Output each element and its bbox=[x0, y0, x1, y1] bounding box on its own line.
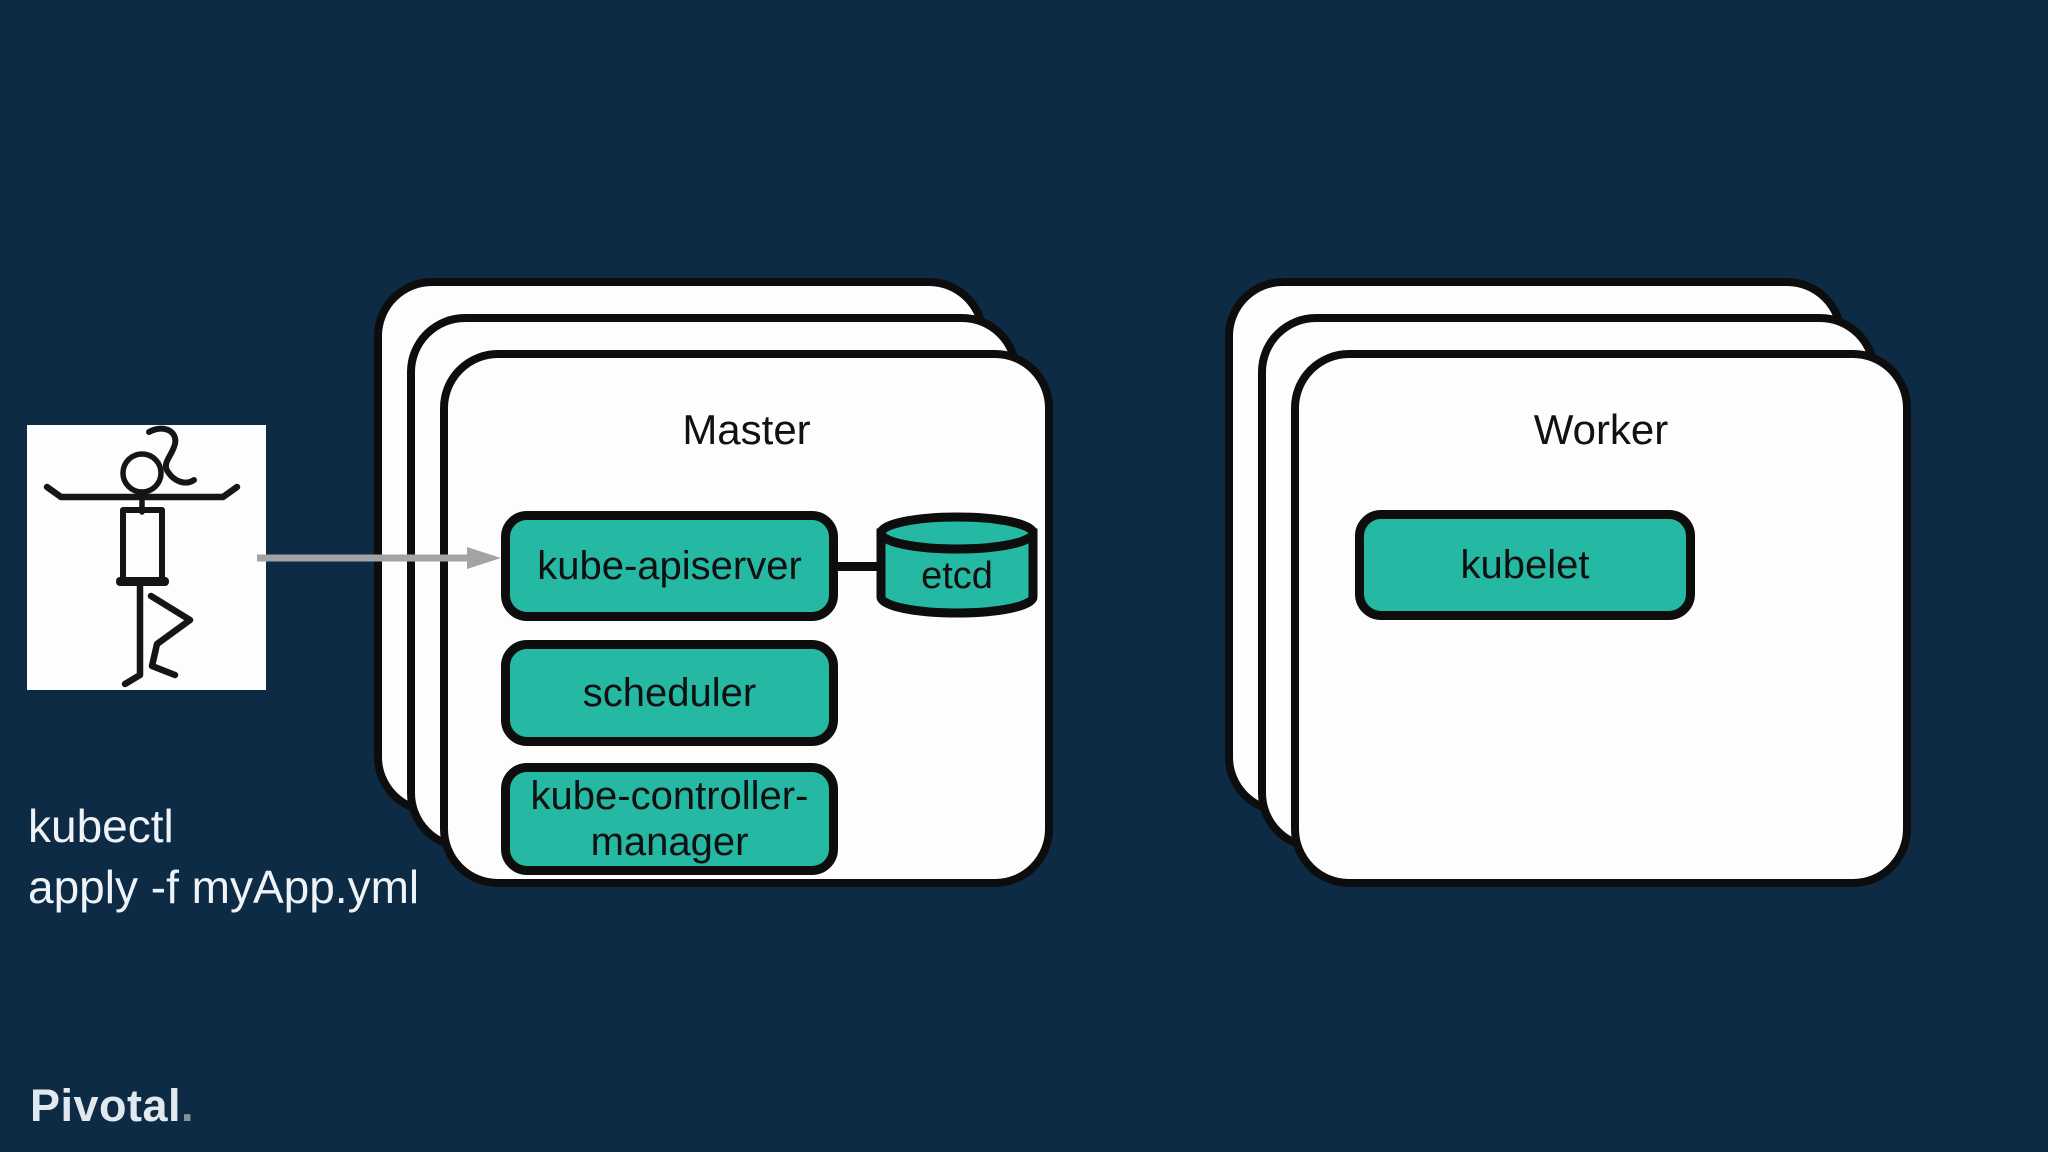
master-card-front: Master kube-apiserver scheduler kube-con… bbox=[440, 350, 1053, 887]
etcd-cylinder-icon bbox=[876, 512, 1038, 618]
component-scheduler: scheduler bbox=[501, 640, 838, 746]
pivotal-logo-dot: . bbox=[181, 1080, 195, 1131]
etcd-label: etcd bbox=[921, 555, 993, 597]
component-kubelet-label: kubelet bbox=[1460, 543, 1590, 587]
yoga-stick-figure-icon bbox=[43, 425, 241, 688]
component-kubelet: kubelet bbox=[1355, 510, 1695, 620]
kubectl-apply-arrow bbox=[257, 547, 501, 569]
pivotal-logo: Pivotal. bbox=[30, 1080, 194, 1132]
user-icon-box bbox=[27, 425, 266, 690]
component-kube-controller-manager: kube-controller- manager bbox=[501, 763, 838, 875]
component-scheduler-label: scheduler bbox=[582, 671, 757, 715]
pivotal-logo-text: Pivotal bbox=[30, 1080, 182, 1131]
etcd-datastore: etcd bbox=[875, 511, 1039, 619]
apiserver-etcd-connector bbox=[838, 562, 880, 571]
master-node-title: Master bbox=[682, 406, 811, 453]
kubectl-command-text: kubectl apply -f myApp.yml bbox=[28, 796, 419, 918]
worker-node-title: Worker bbox=[1533, 406, 1669, 453]
kubectl-command-line1: kubectl bbox=[28, 800, 174, 852]
kubectl-command-line2: apply -f myApp.yml bbox=[28, 861, 420, 913]
component-kube-apiserver-label: kube-apiserver bbox=[537, 544, 802, 588]
component-kube-controller-manager-label-line2: manager bbox=[590, 820, 749, 864]
worker-card-front: Worker kubelet bbox=[1291, 350, 1911, 887]
component-kube-apiserver: kube-apiserver bbox=[501, 511, 838, 621]
component-kube-controller-manager-label-line1: kube-controller- bbox=[530, 774, 809, 818]
